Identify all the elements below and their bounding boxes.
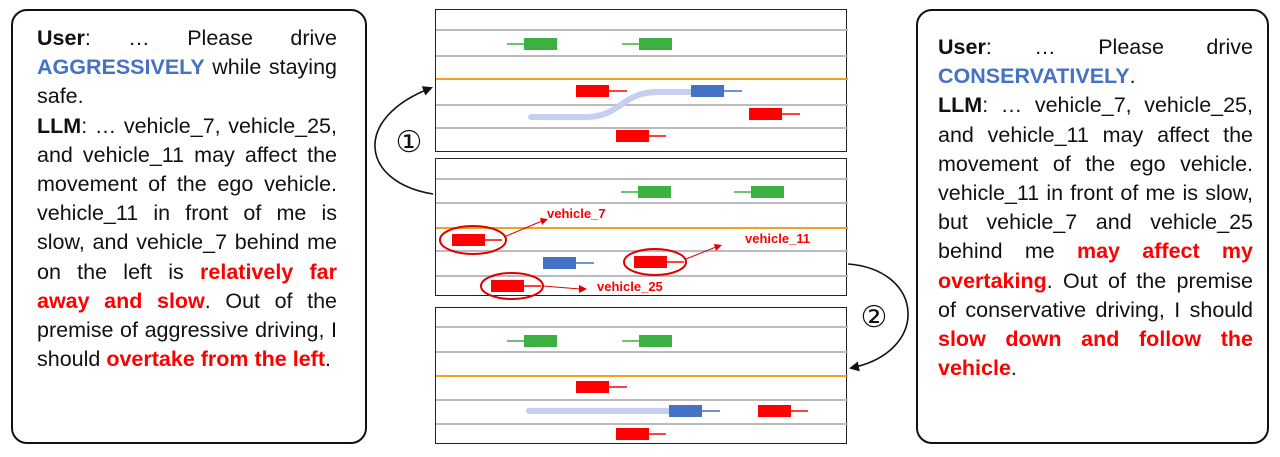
user-text: : … Please drive (985, 35, 1253, 59)
arrow-step-2 (847, 263, 909, 372)
user-text: while staying safe. (37, 55, 337, 109)
ego-vehicle (669, 405, 720, 417)
scene-follow (436, 326, 848, 440)
llm-emphasis: overtake from the left (106, 347, 325, 372)
vehicle (622, 335, 672, 347)
label-pointer (542, 285, 581, 290)
llm-emphasis: slow down and follow the vehicle (938, 327, 1253, 381)
arrow-step-1 (374, 86, 434, 195)
arrowhead (540, 218, 548, 225)
arrowhead (714, 244, 722, 251)
scene-overtake (436, 29, 848, 142)
aggressive-dialogue-box: User: … Please drive AGGRESSIVELY while … (11, 9, 367, 444)
vehicle-7 (452, 234, 502, 246)
highlight-ellipse (439, 225, 507, 255)
user-emphasis: CONSERVATIVELY (938, 64, 1130, 89)
llm-text: . Out of the premise of aggressive drivi… (37, 288, 337, 372)
label-pointer (685, 246, 717, 260)
aggressive-dialogue-text: User: … Please drive AGGRESSIVELY while … (37, 24, 337, 374)
llm-label: LLM (938, 93, 983, 118)
vehicle (616, 130, 666, 142)
vehicle (749, 108, 800, 120)
scene-overtake-panel (435, 9, 848, 152)
ego-vehicle (691, 85, 742, 97)
ego-vehicle (543, 257, 594, 269)
vehicle-25-label: vehicle_25 (597, 279, 663, 294)
user-label: User (37, 26, 85, 50)
vehicle-7-label: vehicle_7 (547, 206, 606, 221)
highlight-ellipse (623, 248, 687, 276)
step-2-marker: ② (861, 300, 888, 335)
scene-follow-panel (435, 307, 848, 444)
vehicle (621, 186, 671, 198)
llm-text: : … vehicle_7, vehicle_25, and vehicle_1… (938, 93, 1253, 264)
vehicle (507, 38, 557, 50)
vehicle (616, 428, 666, 440)
llm-text: : … vehicle_7, vehicle_25, and vehicle_1… (37, 113, 337, 284)
user-emphasis: AGGRESSIVELY (37, 55, 205, 80)
vehicle (758, 405, 808, 417)
llm-text: . Out of the premise of conservative dri… (938, 268, 1253, 322)
vehicle-25 (491, 280, 541, 292)
conservative-dialogue-text: User: … Please drive CONSERVATIVELY. LLM:… (938, 33, 1253, 383)
label-pointer (503, 220, 543, 238)
scene-current-panel: vehicle_7 vehicle_11 vehicle_25 (435, 158, 848, 300)
scene-current: vehicle_7 vehicle_11 vehicle_25 (436, 178, 848, 300)
vehicle-11-label: vehicle_11 (745, 231, 810, 246)
llm-label: LLM (37, 113, 82, 138)
llm-emphasis: relatively far away and slow (37, 259, 337, 313)
ego-trajectory (528, 89, 701, 120)
vehicle (576, 381, 627, 393)
vehicle (576, 85, 627, 97)
step-1-marker: ① (396, 125, 423, 160)
user-text: : … Please drive (84, 26, 337, 50)
user-label: User (938, 35, 986, 59)
llm-emphasis: may affect my overtaking (938, 239, 1253, 293)
llm-text: . (325, 347, 331, 372)
vehicle (734, 186, 784, 198)
arrowhead (579, 285, 587, 293)
vehicle-11 (634, 256, 684, 268)
llm-text: . (1010, 356, 1017, 381)
conservative-dialogue-box: User: … Please drive CONSERVATIVELY. LLM:… (916, 9, 1269, 444)
vehicle (622, 38, 672, 50)
vehicle (507, 335, 557, 347)
user-text: . (1129, 64, 1136, 89)
